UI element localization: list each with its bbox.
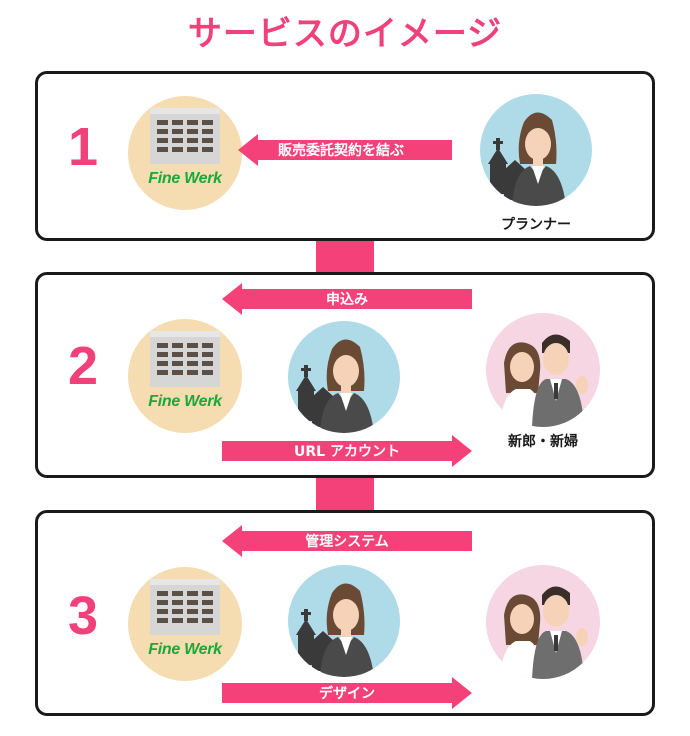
arrow-contract: 販売委託契約を結ぶ <box>238 134 452 166</box>
building-graphic <box>150 579 220 635</box>
finewerk-logo: Fine Werk <box>148 641 222 658</box>
step-1-number: 1 <box>68 117 99 177</box>
building-graphic <box>150 108 220 164</box>
bride-groom-icon <box>486 565 600 679</box>
arrow-url-account: URL アカウント <box>222 435 472 467</box>
couple-graphic <box>500 334 588 427</box>
planner-graphic <box>488 112 566 206</box>
arrow-left-shape <box>222 525 472 557</box>
planner-graphic <box>296 339 374 433</box>
step-2-panel: 2 Fine Werk 申込み <box>35 272 655 478</box>
arrow-management-system: 管理システム <box>222 525 472 557</box>
arrow-design: デザイン <box>222 677 472 709</box>
arrow-label: デザイン <box>319 686 375 702</box>
arrow-label: 申込み <box>326 292 368 308</box>
arrow-label: URL アカウント <box>294 444 400 460</box>
couple-caption: 新郎・新婦 <box>508 434 578 450</box>
planner-graphic <box>296 583 374 677</box>
arrow-right-shape <box>222 435 472 467</box>
couple-graphic <box>500 586 588 679</box>
building-graphic <box>150 331 220 387</box>
step-1-panel: 1 Fine Werk 販売委託契約を結ぶ <box>35 71 655 241</box>
planner-with-chapel-icon <box>288 321 400 433</box>
finewerk-building-icon: Fine Werk <box>128 567 242 681</box>
arrow-apply: 申込み <box>222 283 472 315</box>
arrow-left-shape <box>238 134 452 166</box>
arrow-label: 販売委託契約を結ぶ <box>278 143 404 159</box>
planner-caption: プランナー <box>501 217 571 233</box>
planner-with-chapel-icon <box>480 94 592 206</box>
planner-with-chapel-icon <box>288 565 400 677</box>
step-2-number: 2 <box>68 336 99 396</box>
connector-2-3 <box>316 476 374 512</box>
bride-groom-icon <box>486 313 600 427</box>
arrow-label: 管理システム <box>305 534 389 550</box>
step-3-number: 3 <box>68 586 99 646</box>
finewerk-logo: Fine Werk <box>148 170 222 187</box>
page-title: サービスのイメージ <box>187 14 503 54</box>
arrow-left-shape <box>222 283 472 315</box>
step-3-panel: 3 Fine Werk 管理システム <box>35 510 655 716</box>
finewerk-logo: Fine Werk <box>148 393 222 410</box>
finewerk-building-icon: Fine Werk <box>128 319 242 433</box>
arrow-right-shape <box>222 677 472 709</box>
connector-1-2 <box>316 238 374 274</box>
finewerk-building-icon: Fine Werk <box>128 96 242 210</box>
